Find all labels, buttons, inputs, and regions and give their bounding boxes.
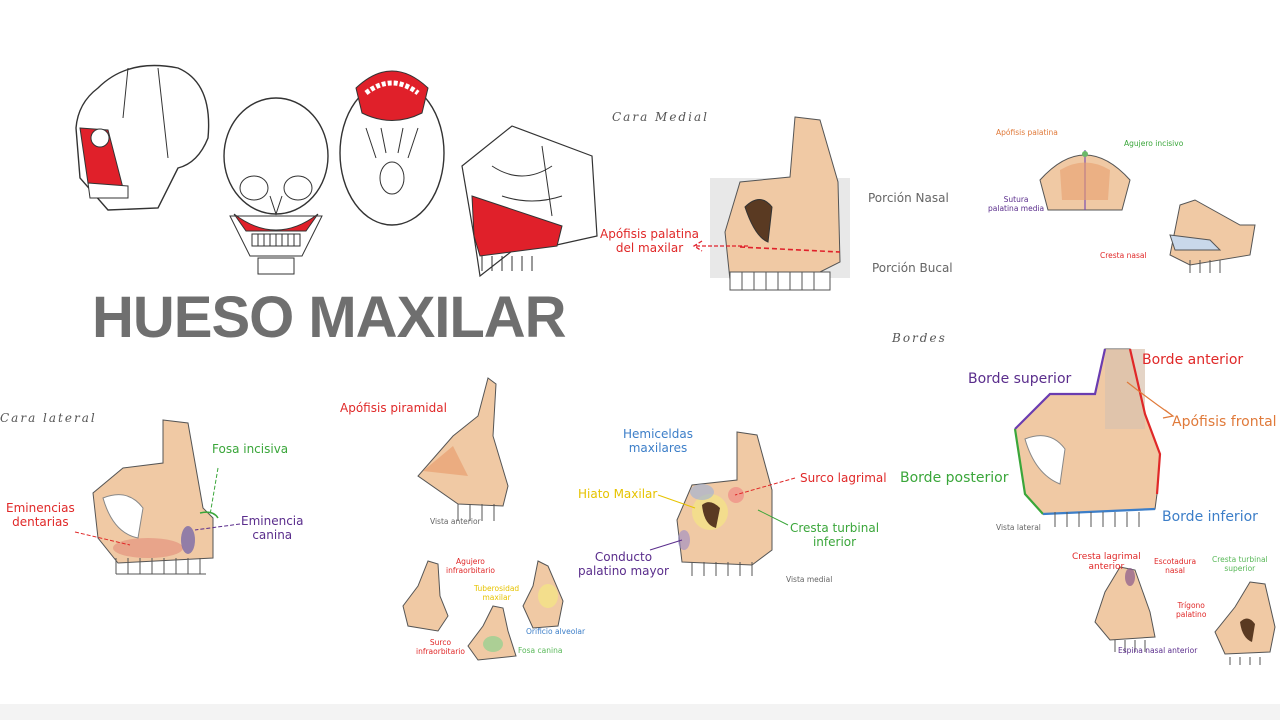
label-agujero-infraorbitario: Agujero infraorbitario [446,557,495,575]
label-porcion-bucal: Porción Bucal [872,261,953,275]
label-apofisis-piramidal: Apófisis piramidal [340,401,447,415]
label-eminencia-canina: Eminencia canina [241,514,304,542]
label-hiato-maxilar: Hiato Maxilar [578,487,658,501]
label-vista-medial: Vista medial [786,575,833,584]
section-cara-lateral: Cara lateral [0,411,97,425]
maxilla-bordes-figure [1013,348,1162,527]
bottom-bar [0,704,1280,720]
label-borde-anterior: Borde anterior [1142,352,1244,368]
label-borde-superior: Borde superior [968,371,1072,387]
page-title: HUESO MAXILAR [92,285,567,350]
skull-lateral-figure [75,64,210,211]
label-tuberosidad-maxilar: Tuberosidad maxilar [474,584,520,602]
label-apofisis-palatina-small: Apófisis palatina [996,128,1058,137]
label-fosa-canina: Fosa canina [518,646,563,655]
section-cara-medial: Cara Medial [612,110,709,124]
label-trigono-palatino: Trígono palatino [1176,601,1207,619]
label-vista-anterior: Vista anterior [430,517,481,526]
maxilla-lateral-figure [92,419,219,575]
label-fosa-incisiva: Fosa incisiva [212,442,289,456]
label-surco-lagrimal: Surco lagrimal [800,471,887,485]
label-apofisis-palatina: Apófisis palatina del maxilar [600,227,700,255]
label-agujero-incisivo: Agujero incisivo [1124,139,1184,148]
maxilla-small-figures [402,560,564,661]
label-conducto-palatino: Conducto palatino mayor [578,550,669,578]
label-orificio-alveolar: Orificio alveolar [526,627,586,636]
label-borde-inferior: Borde inferior [1162,509,1258,525]
label-escotadura-nasal: Escotadura nasal [1154,557,1197,575]
lateral-arrows [74,467,241,546]
label-eminencias-dentarias: Eminencias dentarias [6,501,75,529]
label-sutura-palatina: Sutura palatina media [988,195,1045,213]
nasal-crest-figure [1169,199,1256,273]
sinus-arrows [649,477,796,551]
label-borde-posterior: Borde posterior [900,470,1009,486]
apofisis-frontal-arrow [1126,381,1175,419]
maxilla-medial-figure [710,116,850,291]
label-cresta-turbinal-inferior: Cresta turbinal inferior [790,521,880,549]
label-cresta-turbinal-superior: Cresta turbinal superior [1212,555,1268,573]
maxilla-anterior-figure [417,377,509,521]
label-apofisis-frontal: Apófisis frontal [1172,414,1277,430]
label-hemiceldas-maxilares: Hemiceldas maxilares [623,427,693,455]
label-espina-nasal-anterior: Espina nasal anterior [1118,646,1198,655]
skull-frontal-figure [223,97,329,275]
apofisis-palatina-arrow [692,240,748,252]
maxilla-bottom-right-figures [1094,566,1276,665]
label-cresta-lagrimal-anterior: Cresta lagrimal anterior [1072,552,1141,573]
palate-inferior-figure [1039,150,1131,211]
skull-inferior-figure [339,70,445,226]
label-vista-lateral: Vista lateral [996,523,1041,532]
label-cresta-nasal: Cresta nasal [1100,251,1147,260]
skull-sagittal-figure [461,125,598,278]
maxilla-sinus-figure [676,431,773,576]
section-bordes: Bordes [892,331,947,345]
label-surco-infraorbitario: Surco infraorbitario [416,638,465,656]
label-porcion-nasal: Porción Nasal [868,191,949,205]
